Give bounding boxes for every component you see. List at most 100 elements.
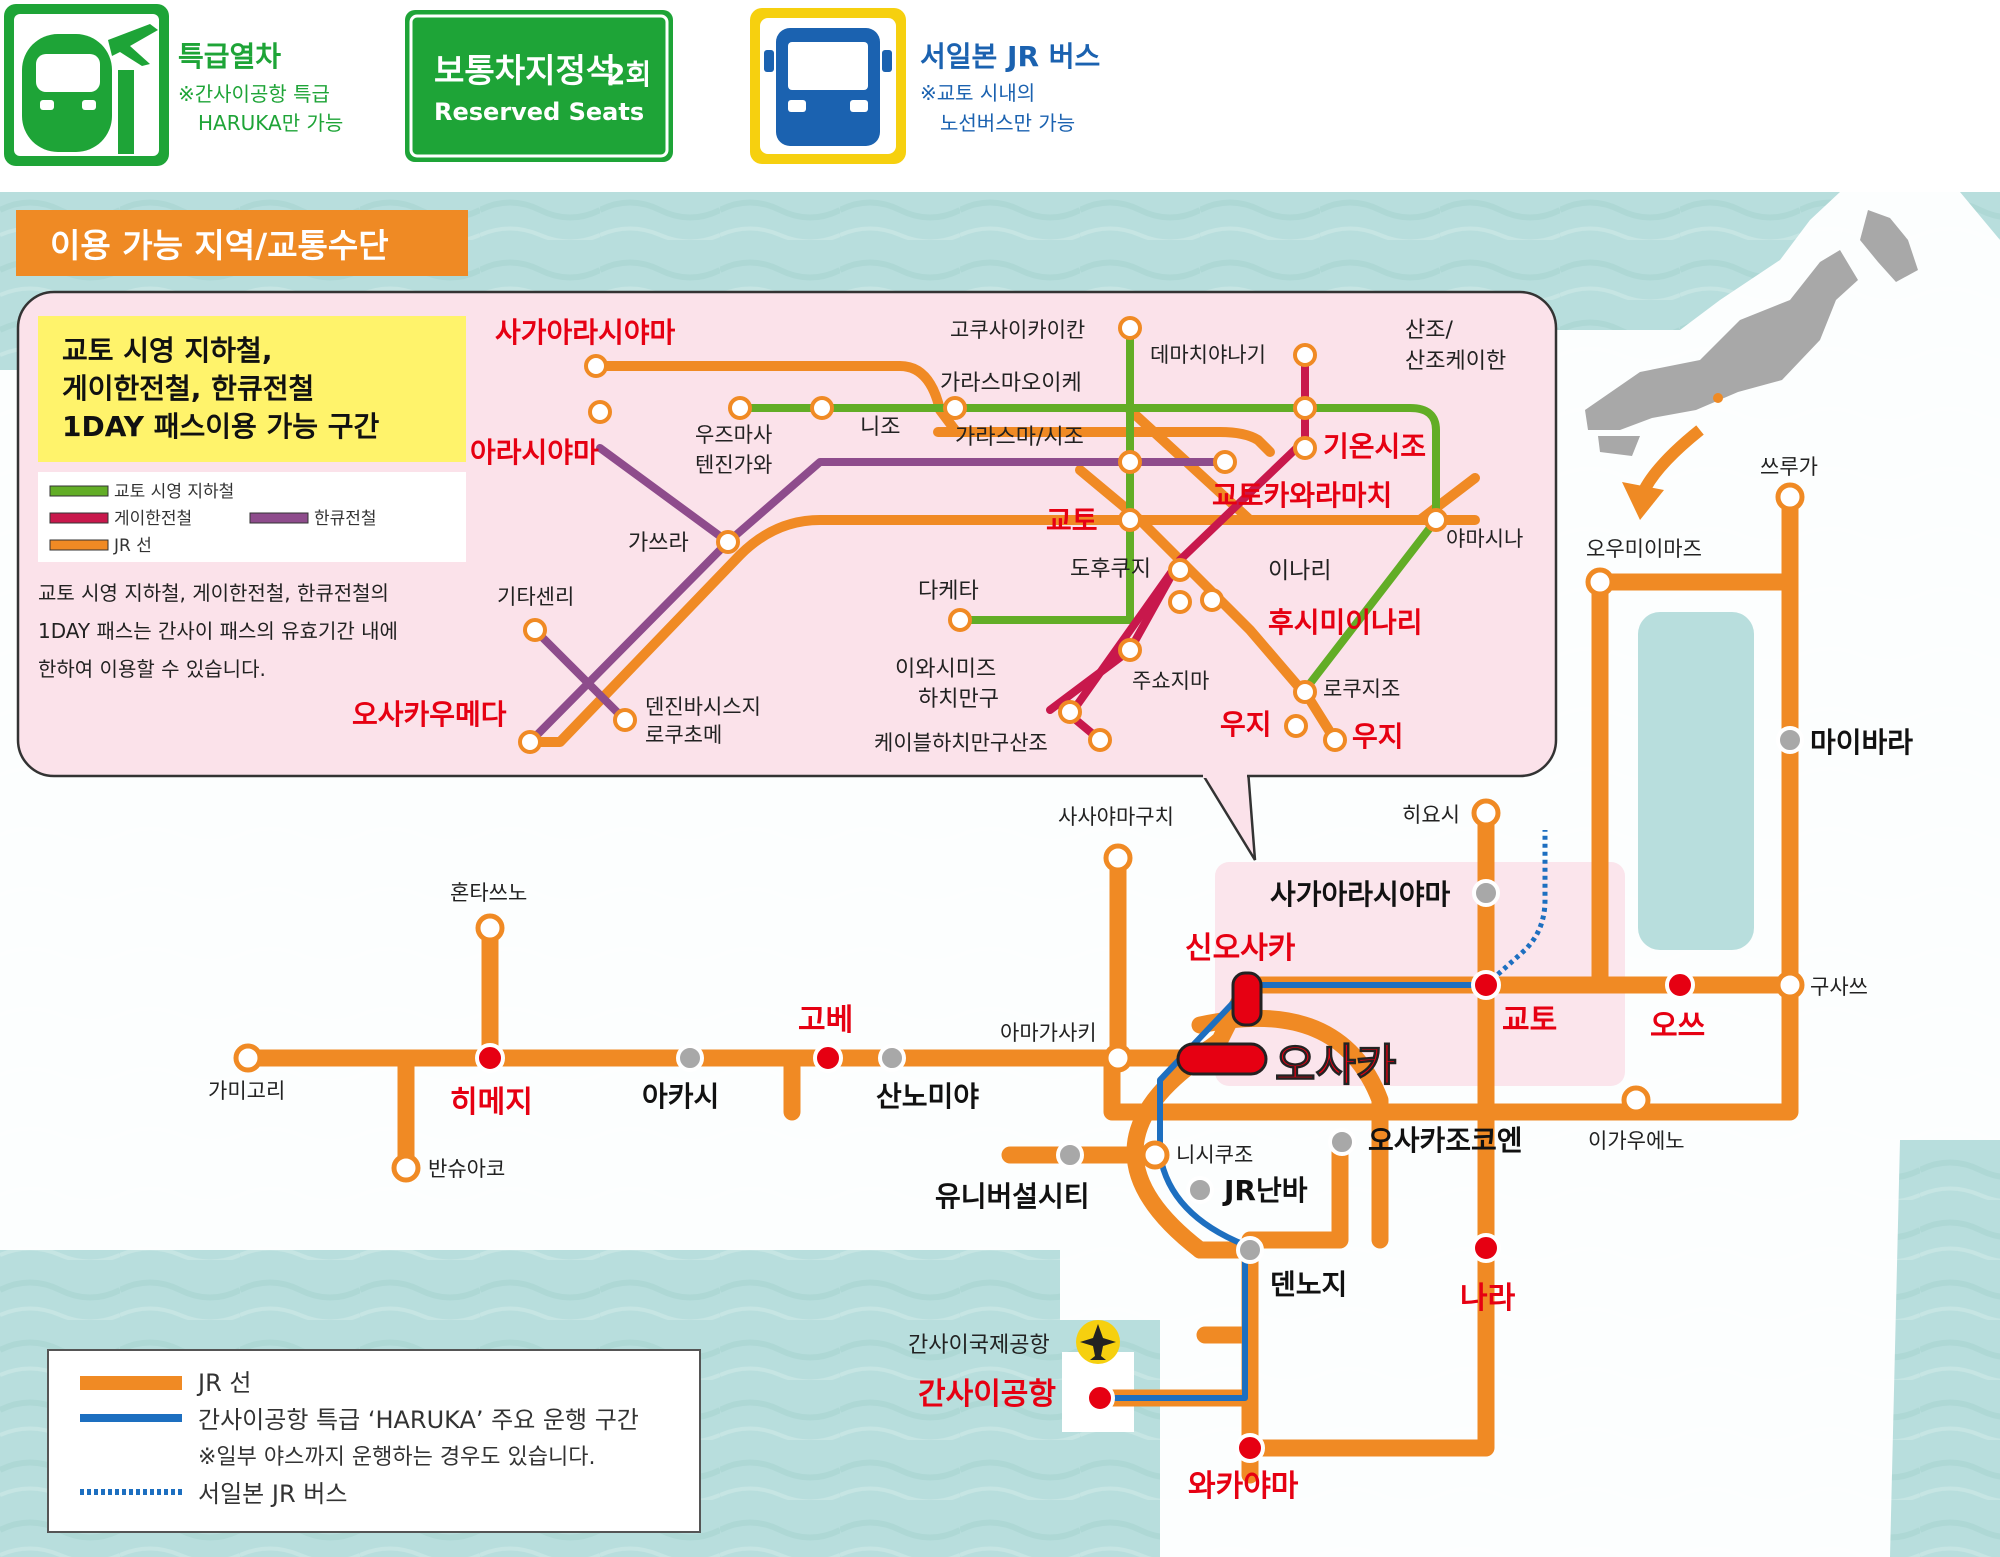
inset-note-line-2: 1DAY 패스는 간사이 패스의 유효기간 내에 xyxy=(38,619,398,643)
label-takeda: 다케타 xyxy=(918,579,979,604)
label-uji-b: 우지 xyxy=(1352,720,1404,753)
arashiyama-station-marker xyxy=(588,400,612,424)
kusatsu-station-marker xyxy=(1775,970,1805,1000)
inset-header-box xyxy=(38,316,466,462)
label-fushimi-inari: 후시미이나리 xyxy=(1268,606,1423,639)
label-iwashimizu-2: 하치만구 xyxy=(918,687,999,712)
uji-keihan-station-marker xyxy=(1284,714,1308,738)
label-himeji: 히메지 xyxy=(450,1085,533,1120)
lake-biwa xyxy=(1638,612,1754,950)
label-iwashimizu-1: 이와시미즈 xyxy=(895,657,996,682)
main-stations xyxy=(233,482,1805,1463)
inset-labels: 사가아라시야마 아라시야마 우즈마사 텐진가와 니조 가라스마오이케 가라스마/… xyxy=(352,316,1523,755)
label-kyoto-main: 교토 xyxy=(1502,1003,1557,1038)
label-sanjo-2: 산조케이한 xyxy=(1405,349,1506,374)
legend-haruka-swatch xyxy=(80,1414,182,1422)
label-nishikujo: 니시쿠조 xyxy=(1176,1143,1253,1167)
legend-jr-label: JR 선 xyxy=(196,1369,251,1397)
inset-header-line-3: 1DAY 패스이용 가능 구간 xyxy=(62,410,380,443)
bus-note-1: ※교토 시내의 xyxy=(920,81,1035,105)
label-uzumasa-1: 우즈마사 xyxy=(695,423,772,447)
osaka-hub-marker xyxy=(1176,1042,1268,1076)
label-amagasaki: 아마가사키 xyxy=(1000,1021,1097,1045)
yamashina-station-marker xyxy=(1424,508,1448,532)
label-chushojima: 주쇼지마 xyxy=(1132,669,1209,693)
label-otsu: 오쓰 xyxy=(1650,1009,1705,1044)
label-uzumasa-2: 텐진가와 xyxy=(695,453,772,477)
label-kawaramachi: 교토카와라마치 xyxy=(1212,479,1392,512)
fushimi-inari-station-marker xyxy=(1168,590,1192,614)
akashi-station-marker xyxy=(676,1044,704,1072)
jr-namba-station-marker xyxy=(1186,1176,1214,1204)
label-karasuma-shijo: 가라스마/시조 xyxy=(955,425,1084,450)
legend-label-jr: JR 선 xyxy=(113,536,152,556)
kobe-station-marker xyxy=(813,1043,843,1073)
label-kobe: 고베 xyxy=(798,1003,853,1038)
label-sasayama: 사사야마구치 xyxy=(1058,805,1174,829)
iwashimizu-station-marker xyxy=(1058,700,1082,724)
label-iga-ueno: 이가우에노 xyxy=(1588,1129,1685,1153)
airplane-icon xyxy=(1076,1320,1120,1364)
tenjin-station-marker xyxy=(613,708,637,732)
demachi-station-marker xyxy=(1293,343,1317,367)
sannomiya-station-marker xyxy=(878,1044,906,1072)
inset-note-line-1: 교토 시영 지하철, 게이한전철, 한큐전철의 xyxy=(38,581,389,605)
kitasenri-station-marker xyxy=(523,618,547,642)
inset-note-line-3: 한하여 이용할 수 있습니다. xyxy=(38,657,266,681)
label-gion: 기온시조 xyxy=(1323,430,1426,463)
inset-stations xyxy=(518,316,1448,754)
label-arashiyama: 아라시야마 xyxy=(470,436,599,469)
uzumasa-station-marker xyxy=(728,396,752,420)
label-kusatsu: 구사쓰 xyxy=(1810,975,1868,999)
kyoto-station-marker xyxy=(1471,970,1501,1000)
osakajokoen-station-marker xyxy=(1328,1128,1356,1156)
label-wakayama: 와카야마 xyxy=(1188,1469,1299,1504)
reserved-seat-count: 2회 xyxy=(606,58,651,91)
label-nijo: 니조 xyxy=(860,415,900,440)
maibara-station-marker xyxy=(1776,726,1804,754)
takeda-station-marker xyxy=(948,608,972,632)
iga-ueno-station-marker xyxy=(1621,1085,1651,1115)
label-kix: 간사이공항 xyxy=(918,1377,1056,1412)
legend-label-subway: 교토 시영 지하철 xyxy=(114,482,234,502)
label-umeda: 오사카우메다 xyxy=(352,698,507,731)
legend-label-keihan: 게이한전철 xyxy=(114,509,192,529)
plane-icon xyxy=(108,24,158,154)
label-omi-imazu: 오우미이마즈 xyxy=(1586,537,1702,561)
label-kyoto-inset: 교토 xyxy=(1046,504,1098,537)
label-kitasenri: 기타센리 xyxy=(497,585,574,609)
tennoji-station-marker xyxy=(1236,1236,1264,1264)
label-sagaarashiyama-inset: 사가아라시야마 xyxy=(495,316,676,349)
label-cable: 케이블하치만구산조 xyxy=(874,731,1048,755)
hiyoshi-station-marker xyxy=(1471,798,1501,828)
label-karasuma-oike: 가라스마오이케 xyxy=(940,371,1082,396)
sasayama-station-marker xyxy=(1103,843,1133,873)
inari-station-marker xyxy=(1200,588,1224,612)
label-osaka: 오사카 xyxy=(1275,1040,1396,1091)
wakayama-station-marker xyxy=(1235,1433,1265,1463)
label-osakajokoen: 오사카조코엔 xyxy=(1368,1124,1523,1157)
label-kokusai: 고쿠사이카이칸 xyxy=(950,318,1085,342)
sanjo-station-marker xyxy=(1293,396,1317,420)
tofukuji-station-marker xyxy=(1168,558,1192,582)
label-demachi: 데마치야나기 xyxy=(1150,343,1266,367)
legend-swatch-keihan xyxy=(49,512,109,524)
bus-badge xyxy=(750,8,906,164)
nijo-station-marker xyxy=(810,396,834,420)
amagasaki-station-marker xyxy=(1103,1043,1133,1073)
label-jr-namba: JR난바 xyxy=(1222,1174,1308,1207)
legend-swatch-hankyu xyxy=(249,512,309,524)
label-tofukuji: 도후쿠지 xyxy=(1070,557,1151,582)
shin-osaka-hub-marker xyxy=(1231,971,1263,1027)
kix-station-marker xyxy=(1085,1383,1115,1413)
label-tsuruga: 쓰루가 xyxy=(1760,455,1818,479)
label-hontatsuno: 혼타쓰노 xyxy=(450,881,527,905)
label-usj: 유니버설시티 xyxy=(935,1180,1090,1213)
express-train-title: 특급열차 xyxy=(178,40,281,73)
express-train-note-2: HARUKA만 가능 xyxy=(198,111,343,135)
bus-note-2: 노선버스만 가능 xyxy=(940,111,1075,135)
label-kix-name: 간사이국제공항 xyxy=(908,1333,1050,1358)
otsu-station-marker xyxy=(1665,970,1695,1000)
label-yamashina: 야마시나 xyxy=(1446,527,1523,551)
